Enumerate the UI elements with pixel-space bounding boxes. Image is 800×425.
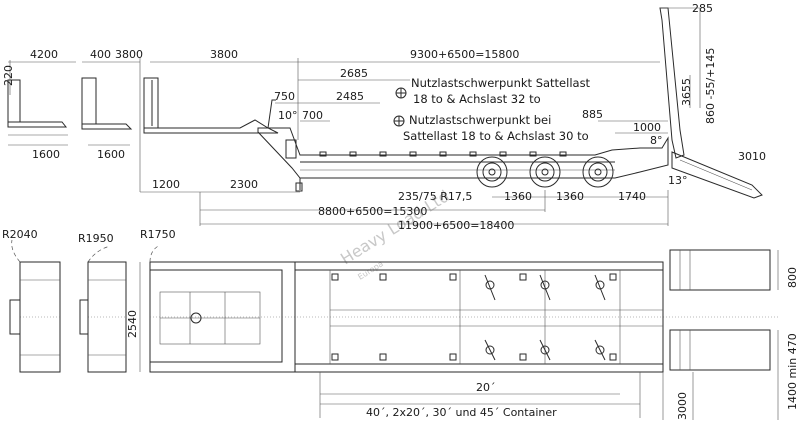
dim-220: 220 [2,65,15,86]
dim-885: 885 [582,108,603,121]
dim-3000: 3000 [676,392,689,420]
dim-3655: 3655 [680,78,693,106]
dim-4200: 4200 [30,48,58,61]
gooseneck-variant-2 [81,77,133,130]
dim-800: 800 [786,267,799,288]
load-cg-marker-2 [393,115,405,127]
dim-285: 285 [692,2,713,15]
dim-400: 400 [90,48,111,61]
plan-gooseneck-variant-2 [79,245,127,373]
dim-1740: 1740 [618,190,646,203]
dim-1400: 1400 min 470 [786,333,799,410]
gooseneck-variant-1 [7,79,68,136]
load-note-2-line2: Sattellast 18 to & Achslast 30 to [403,129,589,143]
dim-angle-8: 8° [650,134,663,147]
lashing-points [319,151,567,157]
dim-2685: 2685 [340,67,368,80]
dim-r2040: R2040 [2,228,38,241]
dim-3800-a: 3800 [115,48,143,61]
dim-tire-size: 235/75 R17,5 [398,190,472,203]
dim-3010: 3010 [738,150,766,163]
plan-dim-lines [139,250,779,420]
load-cg-marker-1 [395,87,407,99]
dim-750: 750 [274,90,295,103]
dim-container-note: 40´, 2x20´, 30´ und 45´ Container [366,406,557,419]
dim-1600-a: 1600 [32,148,60,161]
dim-angle-13: 13° [668,174,688,187]
load-note-2-line1: Nutzlastschwerpunkt bei [409,113,551,127]
dim-8800: 8800+6500=15300 [318,205,427,218]
dim-1360-b: 1360 [556,190,584,203]
container-twistlocks [331,273,617,361]
dim-2540: 2540 [126,310,139,338]
dim-860: 860 -55/+145 [704,48,717,124]
side-dim-lines [8,7,701,226]
axle-wheels [476,156,614,188]
dim-angle-10: 10° [278,109,298,122]
loading-ramps-rear [659,7,763,199]
dim-1200: 1200 [152,178,180,191]
plan-main-frame [149,244,780,373]
dim-2300: 2300 [230,178,258,191]
dim-11900: 11900+6500=18400 [398,219,514,232]
load-note-1-line2: 18 to & Achslast 32 to [413,92,541,106]
dim-1600-b: 1600 [97,148,125,161]
trailer-body-side [257,99,669,192]
dim-total-length-top: 9300+6500=15800 [410,48,519,61]
plan-ramps [669,249,771,371]
dim-3800-b: 3800 [210,48,238,61]
dim-1360-a: 1360 [504,190,532,203]
dim-700: 700 [302,109,323,122]
dim-1000: 1000 [633,121,661,134]
dim-20ft: 20´ [476,381,496,394]
dim-r1950: R1950 [78,232,114,245]
dim-2485: 2485 [336,90,364,103]
load-note-1-line1: Nutzlastschwerpunkt Sattellast [411,76,591,90]
plan-gooseneck-variant-1 [9,239,61,373]
dim-r1750: R1750 [140,228,176,241]
plan-axles [484,274,606,361]
gooseneck-main [143,77,279,134]
